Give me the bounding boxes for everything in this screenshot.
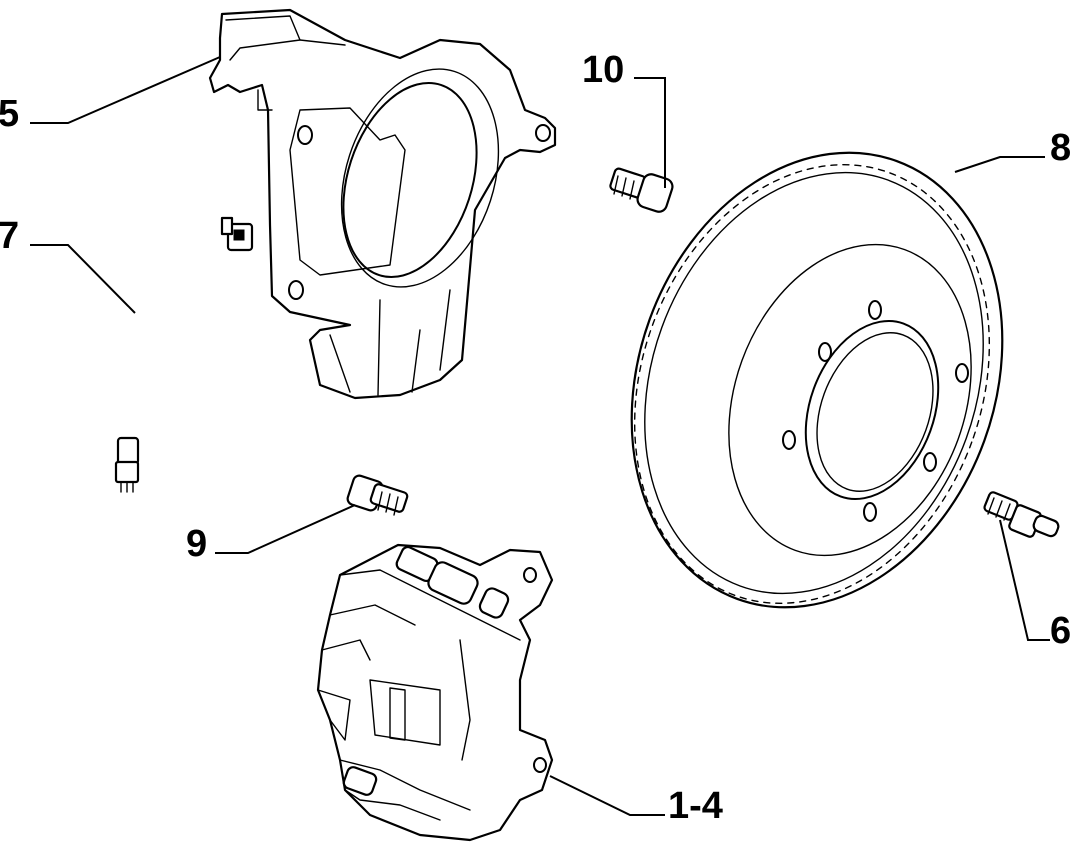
callout-6: 6	[1050, 610, 1071, 652]
leader-9	[215, 504, 356, 554]
leader-10	[634, 77, 666, 188]
leader-8	[954, 156, 1045, 173]
callout-5: 5	[0, 93, 19, 135]
leader-5	[30, 56, 221, 124]
callout-10: 10	[582, 49, 624, 91]
bolt-10	[609, 167, 674, 213]
bleed-screw-6	[983, 491, 1060, 538]
callout-7: 7	[0, 215, 19, 257]
leader-7	[30, 244, 136, 314]
callout-9: 9	[186, 523, 207, 565]
wear-sensor-cable	[114, 216, 254, 493]
leader-lines	[30, 56, 1050, 816]
brake-disc	[630, 151, 1004, 609]
callout-1-4: 1-4	[668, 785, 723, 827]
splash-shield	[208, 8, 557, 400]
brake-caliper	[316, 543, 554, 842]
bolt-9	[346, 474, 409, 516]
leader-1-4	[549, 775, 665, 816]
callout-8: 8	[1050, 127, 1071, 169]
leader-6	[999, 519, 1050, 641]
